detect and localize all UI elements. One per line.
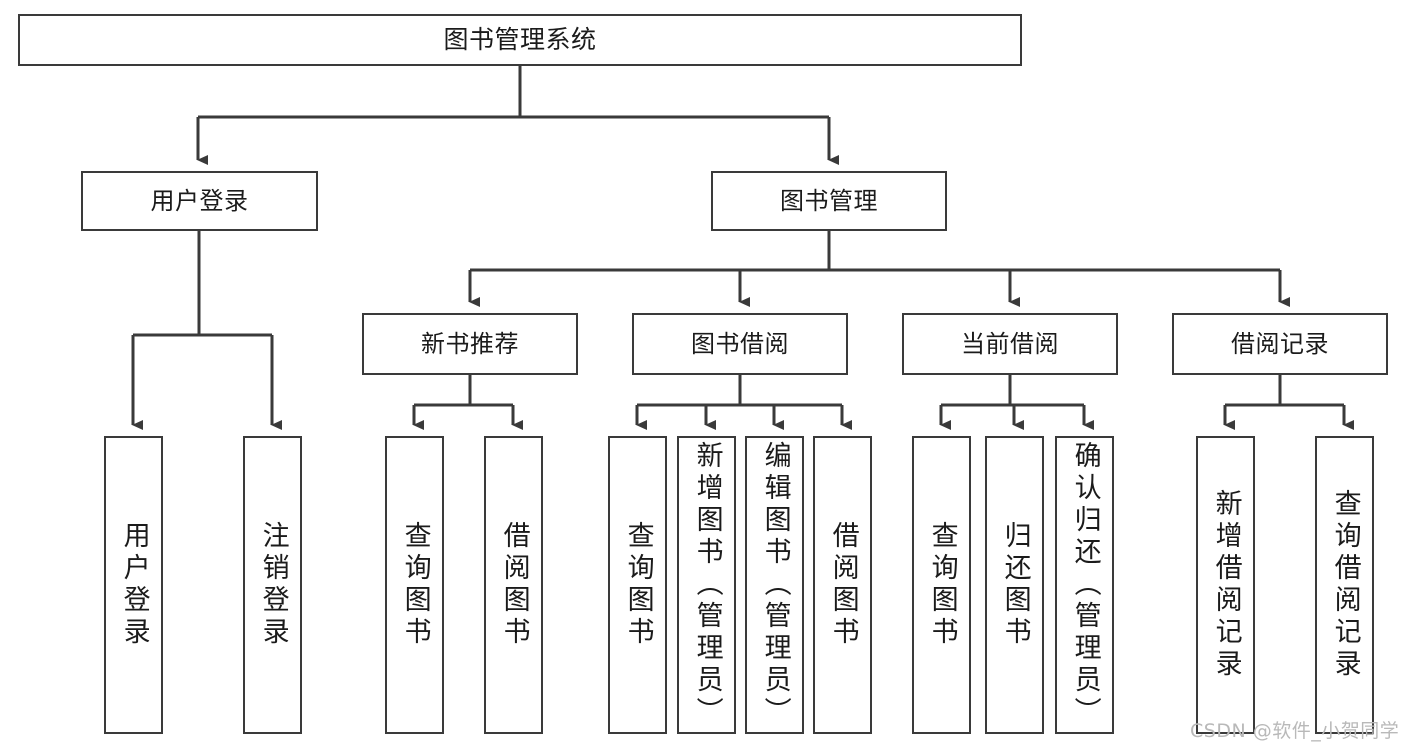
csdn-watermark: CSDN @软件_小贺同学 bbox=[1190, 720, 1400, 742]
node-leaf-query-book-2[interactable]: 查询图书 bbox=[608, 436, 667, 734]
node-new-book-recommend-label: 新书推荐 bbox=[421, 329, 519, 358]
node-leaf-confirm-return-label: 确认归还（管理员） bbox=[1069, 441, 1101, 729]
node-leaf-return-book[interactable]: 归还图书 bbox=[985, 436, 1044, 734]
node-leaf-query-book-1-label: 查询图书 bbox=[399, 521, 431, 649]
node-leaf-edit-book[interactable]: 编辑图书（管理员） bbox=[745, 436, 804, 734]
node-leaf-logout-label: 注销登录 bbox=[257, 521, 289, 649]
node-leaf-add-book[interactable]: 新增图书（管理员） bbox=[677, 436, 736, 734]
node-leaf-query-book-3[interactable]: 查询图书 bbox=[912, 436, 971, 734]
node-new-book-recommend[interactable]: 新书推荐 bbox=[362, 313, 578, 375]
node-current-borrow[interactable]: 当前借阅 bbox=[902, 313, 1118, 375]
node-leaf-user-login-label: 用户登录 bbox=[118, 521, 150, 649]
node-borrow-record[interactable]: 借阅记录 bbox=[1172, 313, 1388, 375]
node-user-login[interactable]: 用户登录 bbox=[81, 171, 318, 231]
node-leaf-edit-book-label: 编辑图书（管理员） bbox=[759, 441, 791, 729]
node-leaf-query-record-label: 查询借阅记录 bbox=[1329, 489, 1361, 681]
node-leaf-borrow-book-1[interactable]: 借阅图书 bbox=[484, 436, 543, 734]
node-leaf-add-record[interactable]: 新增借阅记录 bbox=[1196, 436, 1255, 734]
node-borrow-record-label: 借阅记录 bbox=[1231, 329, 1329, 358]
node-leaf-confirm-return[interactable]: 确认归还（管理员） bbox=[1055, 436, 1114, 734]
node-leaf-query-book-1[interactable]: 查询图书 bbox=[385, 436, 444, 734]
node-book-management-label: 图书管理 bbox=[780, 186, 878, 215]
node-leaf-query-record[interactable]: 查询借阅记录 bbox=[1315, 436, 1374, 734]
node-root[interactable]: 图书管理系统 bbox=[18, 14, 1022, 66]
node-leaf-borrow-book-2[interactable]: 借阅图书 bbox=[813, 436, 872, 734]
node-root-label: 图书管理系统 bbox=[443, 25, 597, 55]
node-leaf-borrow-book-1-label: 借阅图书 bbox=[498, 521, 530, 649]
node-book-management[interactable]: 图书管理 bbox=[711, 171, 947, 231]
node-leaf-logout[interactable]: 注销登录 bbox=[243, 436, 302, 734]
node-leaf-user-login[interactable]: 用户登录 bbox=[104, 436, 163, 734]
node-leaf-query-book-2-label: 查询图书 bbox=[622, 521, 654, 649]
node-current-borrow-label: 当前借阅 bbox=[961, 329, 1059, 358]
node-leaf-add-book-label: 新增图书（管理员） bbox=[691, 441, 723, 729]
node-leaf-return-book-label: 归还图书 bbox=[999, 521, 1031, 649]
node-book-borrow[interactable]: 图书借阅 bbox=[632, 313, 848, 375]
node-book-borrow-label: 图书借阅 bbox=[691, 329, 789, 358]
node-leaf-borrow-book-2-label: 借阅图书 bbox=[827, 521, 859, 649]
node-user-login-label: 用户登录 bbox=[150, 186, 249, 215]
node-leaf-add-record-label: 新增借阅记录 bbox=[1210, 489, 1242, 681]
node-leaf-query-book-3-label: 查询图书 bbox=[926, 521, 958, 649]
